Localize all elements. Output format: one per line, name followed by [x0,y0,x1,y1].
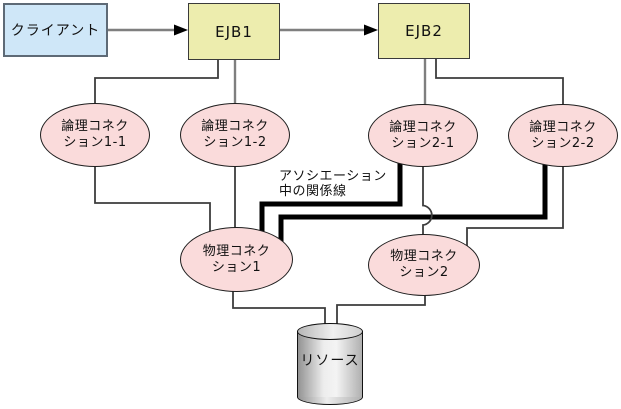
ejb2-label: EJB2 [405,22,443,40]
logical-1-2-line2: ション1-2 [203,135,267,150]
resource-label: リソース [300,353,360,369]
physical-1-line2: ション1 [211,259,262,275]
arrowhead-ejb1-to-ejb2-icon [364,24,378,36]
association-annotation: アソシエーション 中の関係線 [279,169,387,199]
connector-physical-2-to-resource [336,292,426,334]
connector-logical-1-1-to-physical-1 [94,163,211,238]
association-annotation-line1: アソシエーション [279,169,387,184]
logical-connection-1-1: 論理コネク ション1-1 [40,103,150,167]
association-line-logical-2-1-to-physical-1 [259,163,403,242]
physical-connection-2: 物理コネク ション2 [368,234,480,296]
physical-2-line2: ション2 [399,265,449,280]
connector-physical-1-to-resource [232,290,326,334]
logical-2-2-line2: ション2-2 [531,135,595,151]
logical-2-1-line2: ション2-1 [391,135,455,151]
cylinder-body-icon [297,331,363,397]
physical-connection-1: 物理コネク ション1 [180,227,293,292]
logical-connection-1-2: 論理コネク ション1-2 [180,103,290,167]
arrowhead-client-to-ejb1-icon [174,24,188,36]
ejb1-label: EJB1 [215,22,253,41]
ejb2-box: EJB2 [378,3,470,59]
connector-logical-2-1-to-physical-2-with-hop [422,163,433,244]
logical-1-1-line2: ション1-1 [63,135,127,150]
ejb1-box: EJB1 [188,3,280,60]
association-line-logical-2-2-to-physical-1 [278,163,548,242]
logical-1-1-line1: 論理コネク [61,119,129,134]
connector-logical-2-2-to-physical-2 [466,163,564,248]
association-annotation-line2: 中の関係線 [279,184,347,199]
logical-1-2-line1: 論理コネク [201,119,269,134]
logical-2-2-line1: 論理コネク [529,119,597,135]
logical-2-1-line1: 論理コネク [389,119,457,135]
cylinder-top-icon [297,323,363,340]
client-label: クライアント [10,23,101,39]
logical-connection-2-2: 論理コネク ション2-2 [508,104,618,167]
resource-cylinder: リソース [297,323,363,405]
logical-connection-2-1: 論理コネク ション2-1 [368,104,478,167]
physical-2-line1: 物理コネク [390,249,458,264]
physical-1-line1: 物理コネク [202,243,271,259]
connector-ejb1-to-logical-1-1 [94,59,219,112]
connector-ejb2-to-logical-2-2 [435,59,564,112]
client-box: クライアント [3,3,108,57]
